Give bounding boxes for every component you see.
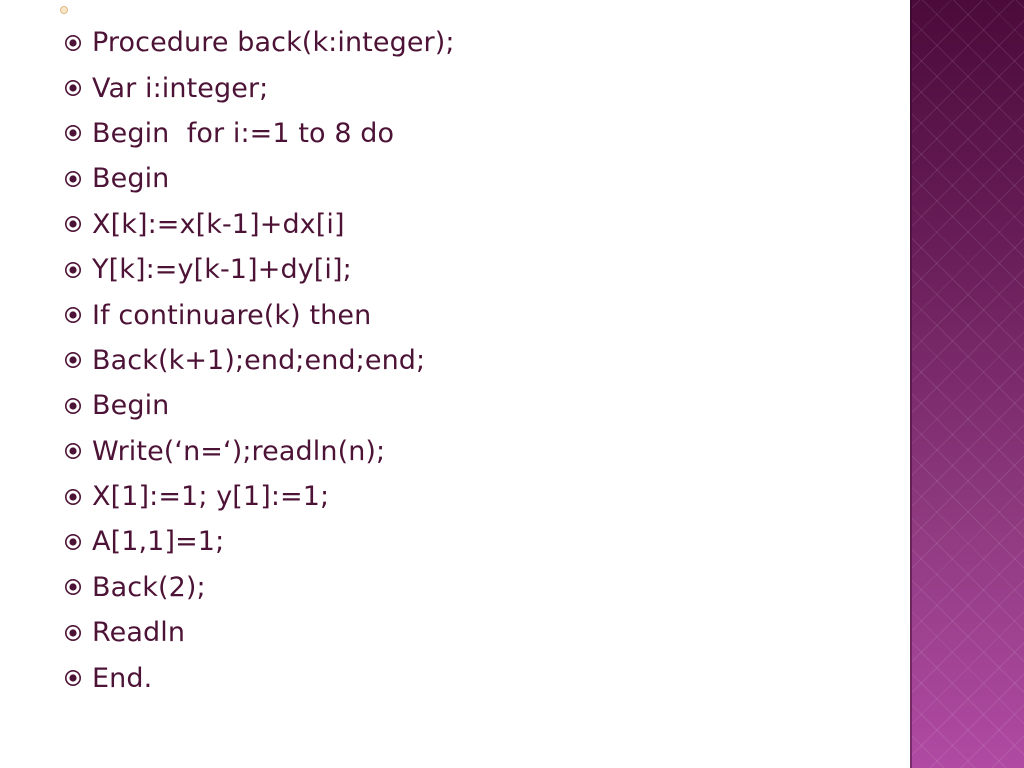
radio-bullet-icon bbox=[65, 624, 81, 641]
radio-bullet-icon bbox=[65, 261, 81, 278]
radio-bullet-icon bbox=[65, 80, 81, 97]
code-line: Readln bbox=[92, 617, 186, 649]
radio-bullet-icon bbox=[65, 579, 81, 596]
code-line: Procedure back(k:integer); bbox=[92, 27, 455, 59]
list-item: Begin bbox=[64, 383, 904, 428]
code-line: If continuare(k) then bbox=[92, 299, 372, 331]
list-item: A[1,1]=1; bbox=[64, 519, 904, 564]
list-item: Procedure back(k:integer); bbox=[64, 20, 904, 65]
list-item: End. bbox=[64, 655, 904, 700]
code-line: Write(‘n=‘);readln(n); bbox=[92, 435, 386, 467]
radio-bullet-icon bbox=[65, 397, 81, 414]
decorative-sidebar bbox=[912, 0, 1024, 768]
radio-bullet-icon bbox=[65, 488, 81, 505]
code-line: Begin bbox=[92, 390, 170, 422]
radio-bullet-icon bbox=[65, 533, 81, 550]
code-line: Y[k]:=y[k-1]+dy[i]; bbox=[92, 254, 352, 286]
radio-bullet-icon bbox=[65, 670, 81, 687]
code-line: X[k]:=x[k-1]+dx[i] bbox=[92, 208, 345, 240]
list-item: Y[k]:=y[k-1]+dy[i]; bbox=[64, 247, 904, 292]
list-item: Var i:integer; bbox=[64, 65, 904, 110]
bullet-list: Procedure back(k:integer); Var i:integer… bbox=[64, 20, 904, 701]
radio-bullet-icon bbox=[65, 307, 81, 324]
code-line: X[1]:=1; y[1]:=1; bbox=[92, 481, 330, 513]
list-item: If continuare(k) then bbox=[64, 292, 904, 337]
code-line: End. bbox=[92, 662, 153, 694]
code-line: Back(2); bbox=[92, 571, 206, 603]
list-item: Begin bbox=[64, 156, 904, 201]
list-item: X[1]:=1; y[1]:=1; bbox=[64, 474, 904, 519]
code-line: Begin for i:=1 to 8 do bbox=[92, 117, 395, 149]
code-line: A[1,1]=1; bbox=[92, 526, 225, 558]
sidebar-edge bbox=[910, 0, 912, 768]
code-line: Back(k+1);end;end;end; bbox=[92, 344, 426, 376]
empty-bullet-icon bbox=[60, 6, 68, 14]
list-item: Begin for i:=1 to 8 do bbox=[64, 111, 904, 156]
radio-bullet-icon bbox=[65, 170, 81, 187]
list-item: Back(k+1);end;end;end; bbox=[64, 338, 904, 383]
list-item: Write(‘n=‘);readln(n); bbox=[64, 429, 904, 474]
code-line: Begin bbox=[92, 163, 170, 195]
radio-bullet-icon bbox=[65, 443, 81, 460]
list-item: X[k]:=x[k-1]+dx[i] bbox=[64, 202, 904, 247]
radio-bullet-icon bbox=[65, 352, 81, 369]
radio-bullet-icon bbox=[65, 125, 81, 142]
list-item: Readln bbox=[64, 610, 904, 655]
slide-content: Procedure back(k:integer); Var i:integer… bbox=[64, 20, 904, 701]
code-line: Var i:integer; bbox=[92, 72, 269, 104]
radio-bullet-icon bbox=[65, 216, 81, 233]
list-item: Back(2); bbox=[64, 565, 904, 610]
radio-bullet-icon bbox=[65, 34, 81, 51]
